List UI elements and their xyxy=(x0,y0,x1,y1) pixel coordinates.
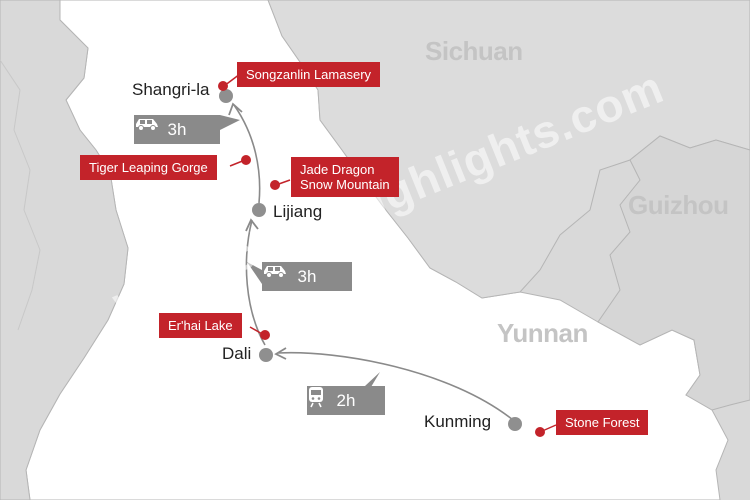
car-icon xyxy=(264,266,286,278)
attraction-dot-stone-forest xyxy=(535,427,545,437)
car-icon xyxy=(136,119,158,131)
city-dot-kunming xyxy=(508,417,522,431)
arrowhead-dali xyxy=(274,347,287,360)
duration-lijiang-shangrila: 3h xyxy=(167,119,187,139)
jade-dragon-line2: Snow Mountain xyxy=(300,177,390,192)
city-label-shangrila: Shangri-la xyxy=(132,80,210,99)
region-label-yunnan: Yunnan xyxy=(497,318,588,348)
attraction-tag-erhai: Er'hai Lake xyxy=(159,313,242,338)
arrowhead-lijiang xyxy=(245,218,259,232)
attraction-dot-erhai xyxy=(260,330,270,340)
arrowhead-shangrila xyxy=(228,102,243,116)
attraction-dot-songzanlin xyxy=(218,81,228,91)
route-kunming-dali xyxy=(277,351,514,421)
attraction-tag-jade-dragon: Jade Dragon Snow Mountain xyxy=(291,157,399,197)
city-dot-shangrila xyxy=(219,89,233,103)
attraction-tag-stone-forest: Stone Forest xyxy=(556,410,649,435)
western-region-shape xyxy=(0,0,129,500)
route-lijiang-shangrila xyxy=(233,104,261,204)
jade-dragon-line1: Jade Dragon xyxy=(300,162,375,177)
region-label-guizhou: Guizhou xyxy=(628,190,729,220)
city-label-dali: Dali xyxy=(222,344,252,363)
travel-badge-dali-lijiang: 3h xyxy=(262,262,352,291)
city-label-lijiang: Lijiang xyxy=(273,202,323,221)
city-dot-dali xyxy=(259,348,273,362)
travel-badge-lijiang-shangrila: 3h xyxy=(134,115,220,144)
region-label-sichuan: Sichuan xyxy=(425,36,523,66)
attraction-tag-tiger-leaping: Tiger Leaping Gorge xyxy=(80,155,217,180)
travel-badge-kunming-dali: 2h xyxy=(307,386,385,415)
attraction-dot-jade-dragon xyxy=(270,180,280,190)
guizhou-region-shape xyxy=(597,135,750,411)
inner-border-line xyxy=(0,59,41,331)
train-icon xyxy=(309,387,323,408)
duration-dali-lijiang: 3h xyxy=(297,266,317,286)
badge-pointer-2 xyxy=(247,262,262,284)
duration-kunming-dali: 2h xyxy=(336,390,356,410)
attraction-dot-tiger-leaping xyxy=(241,155,251,165)
city-label-kunming: Kunming xyxy=(424,412,492,431)
attraction-tag-songzanlin: Songzanlin Lamasery xyxy=(237,62,381,87)
city-dot-lijiang xyxy=(252,203,266,217)
badge-pointer-1 xyxy=(220,115,240,130)
